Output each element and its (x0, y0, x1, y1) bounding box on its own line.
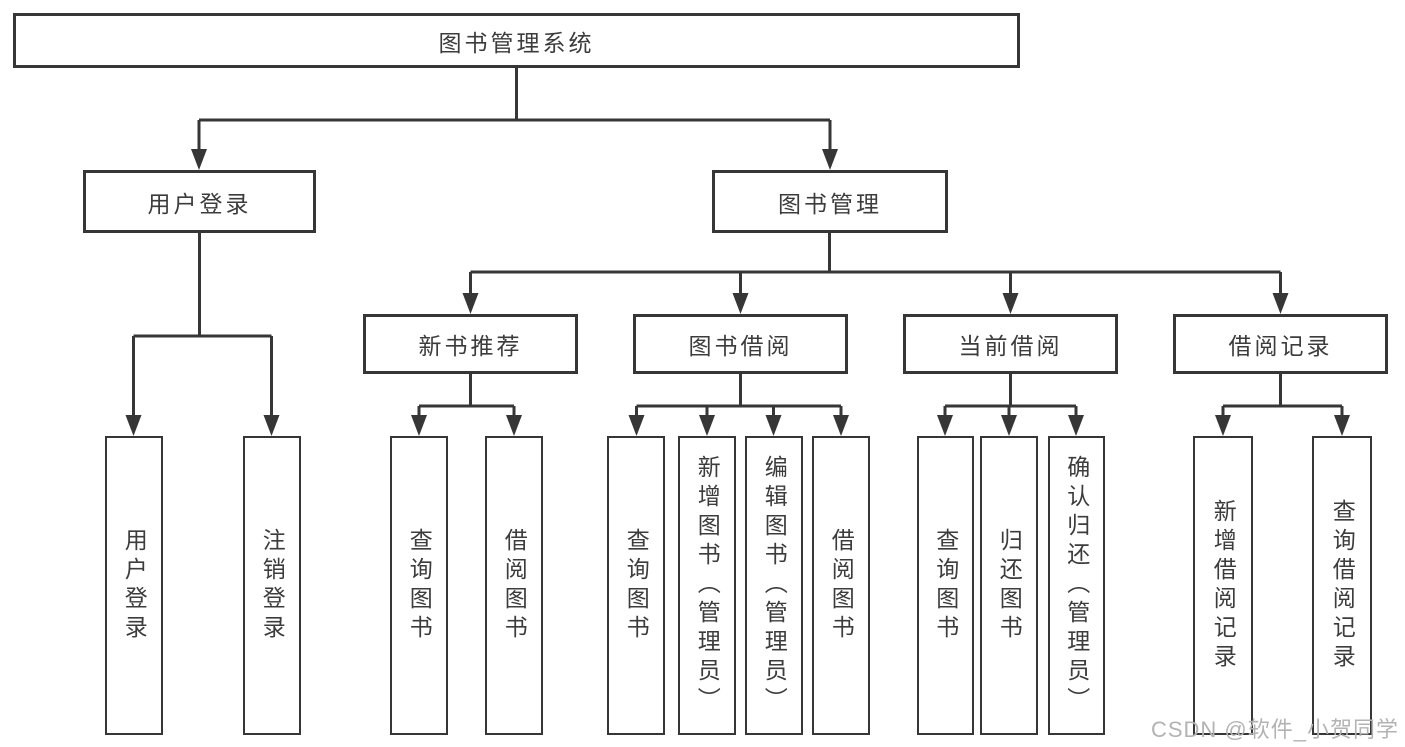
node-book-borrowing: 图书借阅 (633, 314, 848, 374)
leaf-newbooks-borrow-books: 借阅图书 (485, 436, 543, 735)
node-book-management-label: 图书管理 (778, 190, 882, 217)
leaf-logout-label: 注销登录 (259, 527, 286, 644)
node-book-borrowing-label: 图书借阅 (688, 333, 793, 359)
node-new-book-recommend-label: 新书推荐 (418, 333, 523, 359)
leaf-user-login: 用户登录 (105, 436, 163, 735)
leaf-borrowing-query-books-label: 查询图书 (623, 527, 650, 644)
leaf-current-query-books-label: 查询图书 (932, 527, 959, 644)
leaf-current-confirm-return-admin: 确认归还（管理员） (1048, 436, 1105, 735)
leaf-user-login-label: 用户登录 (121, 527, 148, 644)
node-library-system: 图书管理系统 (13, 13, 1020, 68)
arrowheads (125, 149, 1350, 436)
leaf-current-confirm-return-admin-label: 确认归还（管理员） (1063, 455, 1090, 716)
node-borrow-records: 借阅记录 (1173, 314, 1388, 374)
leaf-records-add-record: 新增借阅记录 (1193, 436, 1253, 735)
connector-paths (132, 68, 1344, 417)
node-current-borrowing-label: 当前借阅 (958, 333, 1063, 359)
node-book-management: 图书管理 (712, 170, 948, 233)
leaf-records-add-record-label: 新增借阅记录 (1210, 498, 1237, 673)
leaf-borrowing-add-books-admin-label: 新增图书（管理员） (694, 455, 721, 716)
leaf-current-query-books: 查询图书 (917, 436, 974, 735)
leaf-newbooks-query-books: 查询图书 (390, 436, 448, 735)
leaf-records-query-record: 查询借阅记录 (1312, 436, 1372, 735)
node-user-login: 用户登录 (83, 170, 316, 233)
leaf-newbooks-borrow-books-label: 借阅图书 (501, 527, 528, 644)
leaf-borrowing-query-books: 查询图书 (607, 436, 665, 735)
node-current-borrowing: 当前借阅 (903, 314, 1118, 374)
leaf-records-query-record-label: 查询借阅记录 (1329, 498, 1356, 673)
leaf-newbooks-query-books-label: 查询图书 (406, 527, 433, 644)
node-user-login-label: 用户登录 (147, 190, 252, 217)
watermark: CSDN @软件_小贺同学 (1150, 717, 1399, 742)
leaf-borrowing-add-books-admin: 新增图书（管理员） (678, 436, 736, 735)
leaf-borrowing-borrow-books: 借阅图书 (812, 436, 870, 735)
leaf-borrowing-edit-books-admin-label: 编辑图书（管理员） (761, 455, 788, 716)
node-library-system-label: 图书管理系统 (438, 29, 595, 56)
leaf-current-return-books-label: 归还图书 (996, 527, 1023, 644)
leaf-logout: 注销登录 (243, 436, 301, 735)
leaf-borrowing-borrow-books-label: 借阅图书 (828, 527, 855, 644)
leaf-borrowing-edit-books-admin: 编辑图书（管理员） (745, 436, 803, 735)
node-borrow-records-label: 借阅记录 (1228, 333, 1333, 359)
leaf-current-return-books: 归还图书 (980, 436, 1038, 735)
node-new-book-recommend: 新书推荐 (363, 314, 578, 374)
